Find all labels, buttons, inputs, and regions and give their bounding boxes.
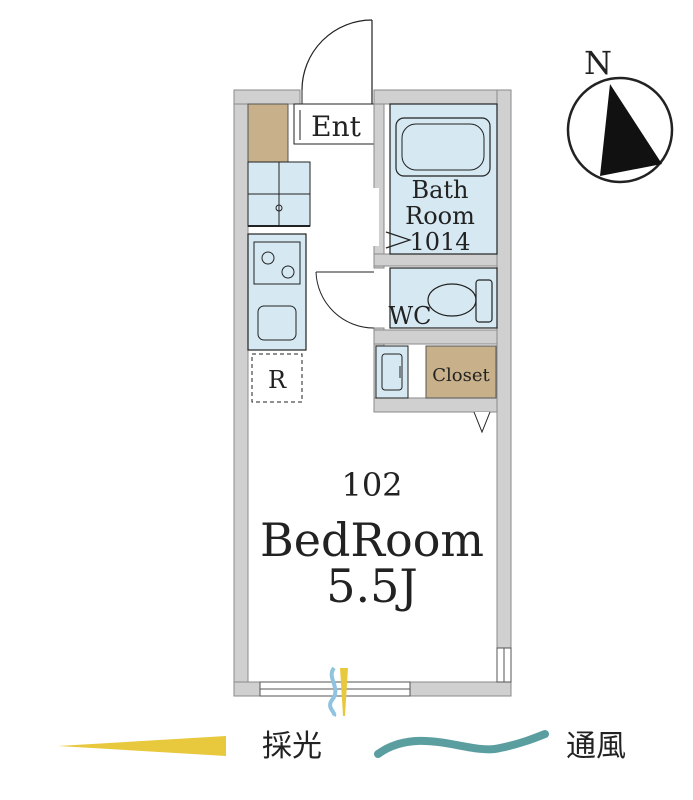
legend-ventilation-label: 通風	[566, 729, 626, 764]
compass-needle-icon	[600, 84, 662, 176]
wall-bottom-right	[409, 681, 512, 697]
ventilation-icon	[328, 666, 338, 717]
room-name: BedRoom	[260, 513, 484, 567]
compass-north-label: N	[584, 44, 612, 82]
bathroom-label-line2: Room	[405, 202, 475, 230]
window-indicators	[328, 666, 348, 717]
legend: 採光 通風	[58, 729, 626, 764]
right-window	[496, 647, 512, 683]
legend-ventilation-swatch	[374, 730, 549, 758]
bedroom: 102 BedRoom 5.5J	[260, 466, 484, 613]
fridge-label: R	[268, 366, 287, 394]
fridge-space: R	[251, 353, 303, 403]
compass: N	[566, 44, 674, 184]
room-size: 5.5J	[326, 559, 418, 613]
outer-walls	[233, 89, 512, 697]
stove-burner-icon	[281, 265, 295, 279]
bathroom-size: 1014	[409, 228, 470, 256]
wall-top-left	[233, 89, 301, 105]
stove-burner-icon	[261, 251, 275, 265]
bathtub-icon	[395, 117, 491, 177]
room-number: 102	[341, 466, 402, 504]
wall-right	[496, 89, 512, 697]
bathroom: Bath Room 1014	[385, 103, 498, 256]
entrance-label: Ent	[311, 110, 361, 143]
wall-left	[233, 89, 249, 697]
shoe-storage	[247, 103, 289, 163]
bathroom-label-line1: Bath	[411, 176, 468, 204]
kitchen-counter	[247, 233, 307, 351]
wc-door	[315, 271, 375, 329]
bath-door-marker	[385, 231, 412, 249]
closet-label: Closet	[432, 365, 490, 386]
wall-top-right	[373, 89, 512, 105]
toilet-room: WC	[388, 267, 498, 330]
wash-basin	[375, 345, 409, 399]
wall-bottom-left	[233, 681, 261, 697]
closet: Closet	[425, 345, 497, 434]
legend-sunlight-swatch	[58, 736, 226, 756]
entrance-area: Ent	[293, 103, 375, 145]
closet-door-marker	[473, 411, 491, 434]
toilet-label: WC	[388, 302, 431, 330]
washer-area	[247, 161, 311, 227]
sink-icon	[257, 305, 297, 341]
legend-sunlight-label: 採光	[262, 729, 322, 764]
sunlight-icon	[340, 668, 348, 716]
